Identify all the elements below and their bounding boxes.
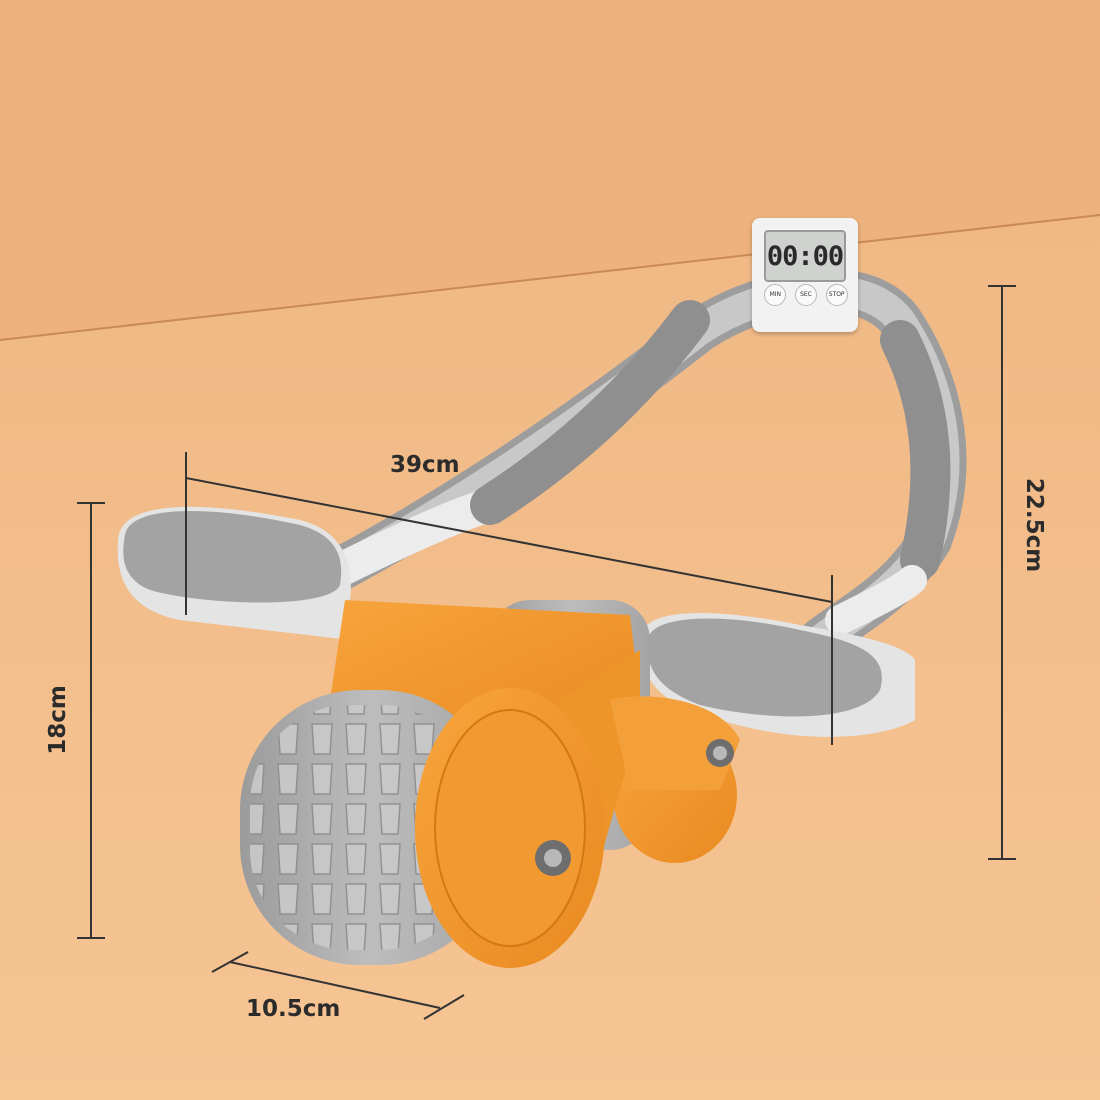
elbow-pad-right (640, 613, 915, 737)
width-label: 39cm (390, 452, 460, 478)
front-wheel (240, 688, 734, 968)
width-dimension-line (185, 477, 833, 603)
timer-start-stop-button: STOP START (825, 284, 848, 306)
timer-min-button: MIN (764, 284, 787, 306)
depth-dimension-line (229, 961, 441, 1009)
depth-label: 10.5cm (246, 996, 341, 1022)
digital-timer: 00:00 MIN SEC STOP START (752, 218, 858, 332)
dimension-lines (77, 285, 1016, 1020)
elbow-pad-left (117, 506, 351, 640)
height-right-label: 22.5cm (1021, 477, 1047, 573)
height-left-label: 18cm (45, 685, 71, 755)
timer-sec-button: SEC (794, 284, 817, 306)
horizon-line (0, 214, 1100, 341)
timer-display: 00:00 (764, 230, 846, 282)
wall (0, 0, 1100, 340)
handle-frame (278, 268, 967, 662)
